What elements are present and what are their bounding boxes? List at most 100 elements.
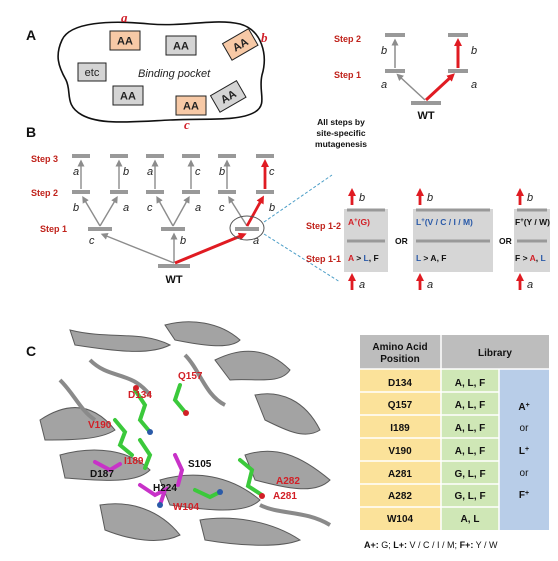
binding-pocket-title: Binding pocket — [138, 68, 211, 80]
note-line1: All steps by — [317, 117, 365, 127]
table-row-5-position: A282 — [388, 491, 412, 502]
table-row-6-position: W104 — [387, 514, 414, 525]
pa-arrow-gray-diag — [396, 73, 426, 101]
pb-zoom-circle — [229, 215, 265, 241]
protein-structure: Q157 D134 V190 I189 D187 S105 H224 W104 … — [36, 321, 340, 549]
pb-step3-label: Step 3 — [31, 154, 58, 164]
or-label-2: OR — [499, 236, 512, 246]
ribbon-10 — [199, 517, 302, 546]
residue-v190: V190 — [88, 420, 112, 431]
table-header-position-line1: Amino Acid — [372, 342, 427, 353]
aa-box-a-label: AA — [117, 36, 133, 48]
ribbon-8 — [244, 450, 331, 490]
table-row-3-position: V190 — [388, 446, 412, 457]
detail-box-f-top: F+(Y / W) — [515, 217, 550, 227]
green-sticks — [113, 383, 264, 500]
extra-f: F+ — [519, 490, 529, 502]
panel-a-step2-label: Step 2 — [334, 34, 361, 44]
extra-or-1: or — [520, 423, 530, 434]
table-row-3-library: A, L, F — [455, 446, 486, 457]
extra-a: A+ — [518, 402, 529, 414]
nitrogen-atoms — [147, 429, 223, 508]
residue-q157: Q157 — [178, 371, 203, 382]
table-row-2-position: I189 — [390, 423, 410, 434]
ribbon-2 — [164, 321, 241, 347]
aa-box-bottom-right: AA — [209, 80, 247, 113]
atom-o1 — [133, 385, 139, 391]
pb-letter-s3-2: b — [123, 166, 129, 178]
pb-letter-s2-3: c — [147, 202, 153, 214]
pa-wt-label: WT — [417, 110, 434, 122]
note-line2: site-specific — [316, 128, 365, 138]
table-row-4-library: G, L, F — [454, 469, 485, 480]
pb-letter-s1-c: c — [89, 235, 95, 247]
table-extra-column: A+ or L+ or F+ — [518, 402, 529, 502]
residue-w104: W104 — [173, 502, 200, 513]
or-label-1: OR — [395, 236, 408, 246]
detail-box-l-letter-a: a — [427, 279, 433, 291]
table-row-4-position: A281 — [388, 469, 412, 480]
residue-a282: A282 — [276, 476, 300, 487]
etc-box — [77, 62, 107, 82]
magenta-sticks — [93, 453, 185, 507]
detail-box-a-letter-b: b — [359, 192, 365, 204]
panel-b-tree: Step 3 Step 2 Step 1 — [31, 154, 275, 286]
footnote: A+: G; L+: V / C / I / M; F+: Y / W — [364, 540, 498, 550]
table-row-1-position: Q157 — [388, 400, 413, 411]
detail-box-a: A+(G) A > L, F b a — [344, 188, 388, 291]
atom-n3 — [217, 489, 223, 495]
panel-a-path-diagram: Step 2 Step 1 b b a a WT — [334, 33, 477, 122]
loop-2 — [183, 353, 227, 407]
zoom-line-top — [263, 174, 333, 223]
site-b-label: b — [261, 30, 268, 45]
aa-box-c — [175, 95, 207, 116]
atom-n1 — [147, 429, 153, 435]
residue-s105: S105 — [188, 459, 212, 470]
table-header-position-bg — [360, 335, 441, 369]
panel-label-c: C — [26, 343, 36, 359]
table-header-position-line2: Position — [380, 354, 419, 365]
pb-arrow-s1-c — [100, 233, 175, 264]
detail-box-f-bottom: F > A, L — [515, 253, 546, 263]
loop-4 — [259, 503, 332, 527]
aa-box-bottom-left-label: AA — [120, 91, 136, 103]
pb-letter-s3-1: a — [73, 166, 79, 178]
table-header-library: Library — [478, 348, 512, 359]
pb-step1-label: Step 1 — [40, 224, 67, 234]
residue-d134: D134 — [128, 390, 152, 401]
detail-box-l-letter-b: b — [427, 192, 433, 204]
residue-d187: D187 — [90, 469, 114, 480]
detail-steps: Step 1-2 Step 1-1 A+(G) A > L, F b a OR — [306, 188, 550, 291]
detail-box-a-bottom: A > L, F — [348, 253, 379, 263]
detail-box-a-letter-a: a — [359, 279, 365, 291]
pb-wt-label: WT — [165, 274, 182, 286]
ribbon-7 — [159, 474, 261, 511]
detail-step1-1-label: Step 1-1 — [306, 254, 341, 264]
ribbon-9 — [99, 503, 181, 541]
aa-box-c-label: AA — [183, 101, 199, 113]
table-library-column-bg — [441, 369, 499, 530]
aa-box-top-gray-label: AA — [173, 41, 189, 53]
ribbon-1 — [69, 329, 172, 352]
site-a-label: a — [121, 10, 128, 25]
table-row-6-library: A, L — [461, 514, 480, 525]
pb-arrow-s2-2 — [99, 195, 118, 227]
pb-letter-s2-5: c — [219, 202, 225, 214]
pb-letter-s2-4: a — [195, 202, 201, 214]
stick-w104 — [193, 488, 222, 500]
detail-box-f-letter-a: a — [527, 279, 533, 291]
stick-v190 — [113, 418, 134, 457]
loop-3 — [58, 378, 97, 422]
ribbon-loops — [58, 353, 332, 527]
table-row-2-library: A, L, F — [455, 423, 486, 434]
stick-d134 — [133, 388, 152, 434]
stick-s105 — [173, 453, 185, 487]
atom-o3 — [259, 493, 265, 499]
pb-arrow-s2-5 — [228, 196, 248, 227]
pb-letter-s2-6: b — [269, 202, 275, 214]
aa-box-top-gray — [165, 35, 197, 56]
binding-pocket: Binding pocket AA AA AA etc AA AA AA a b… — [57, 10, 268, 132]
stick-h224 — [138, 483, 169, 507]
detail-box-f: F+(Y / W) F > A, L b a — [514, 188, 550, 291]
